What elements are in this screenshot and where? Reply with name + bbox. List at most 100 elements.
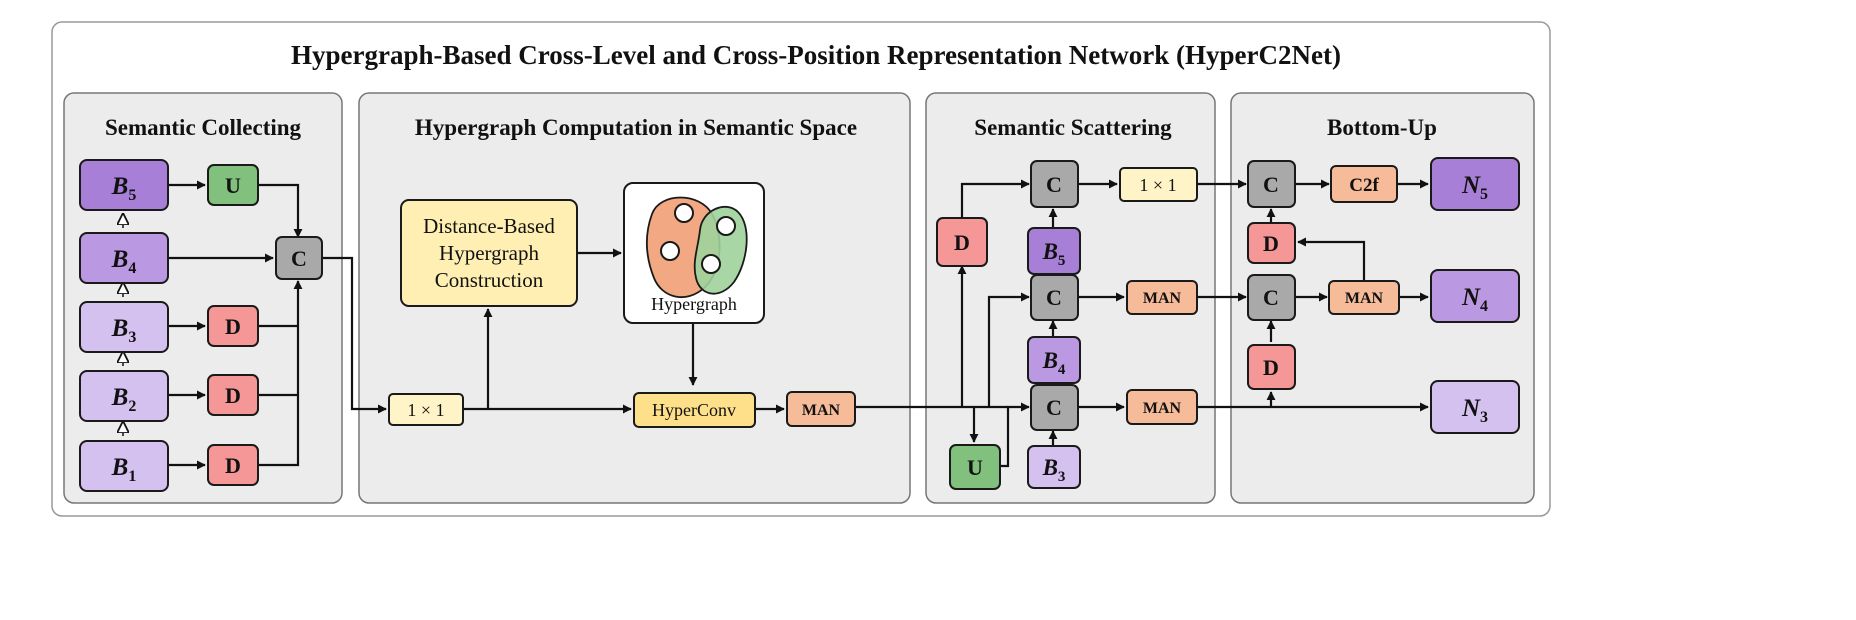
arrow-upsample-to-concat: [258, 183, 303, 238]
svg-text:C: C: [1263, 285, 1279, 310]
node-b2-letter: B: [111, 384, 129, 411]
node-b1-letter: B: [111, 454, 129, 481]
node-concat-bu-4: C: [1247, 274, 1296, 321]
arrow-downsamples-to-concat: [258, 280, 303, 467]
arrow-to-concat4: [987, 292, 1030, 407]
svg-text:MAN: MAN: [1143, 290, 1182, 307]
vertex-shape-3: [716, 216, 736, 236]
node-downsample-bu-4: D: [1247, 344, 1296, 390]
svg-text:D: D: [225, 383, 241, 408]
node-downsample-bu-5: D: [1247, 222, 1296, 264]
vertex-shape-4: [701, 254, 721, 274]
node-man-bu: MAN: [1328, 280, 1400, 315]
arrow-upsample-to-concat3: [1000, 402, 1030, 468]
svg-text:C2f: C2f: [1349, 175, 1379, 196]
svg-text:B5: B5: [1042, 239, 1066, 269]
svg-text:D: D: [225, 314, 241, 339]
svg-text:HyperConv: HyperConv: [652, 400, 736, 420]
node-b5: B5: [79, 159, 169, 211]
svg-text:MAN: MAN: [1143, 400, 1182, 417]
svg-text:Hypergraph: Hypergraph: [439, 241, 539, 265]
svg-text:B3: B3: [1042, 455, 1066, 485]
svg-text:B3: B3: [111, 315, 137, 346]
node-scatter-b4: B4: [1027, 336, 1081, 384]
connectors: [168, 179, 1429, 470]
panel-title-bottom-up: Bottom-Up: [1327, 115, 1437, 140]
svg-text:D: D: [954, 230, 970, 255]
node-hyperconv: HyperConv: [633, 392, 756, 428]
node-distance-construction: Distance-Based Hypergraph Construction: [400, 199, 578, 307]
node-man-scatter-3: MAN: [1126, 389, 1198, 425]
svg-text:B1: B1: [111, 454, 137, 485]
node-scatter-b3: B3: [1027, 445, 1081, 489]
node-concat-collect: C: [275, 236, 323, 280]
node-upsample-collect: U: [207, 164, 259, 206]
arrow-concat-to-conv1x1: [322, 256, 387, 414]
node-b1-index: 1: [128, 468, 136, 485]
node-n5: N5: [1430, 157, 1520, 211]
node-concat-scatter-5: C: [1030, 160, 1079, 208]
svg-text:B5: B5: [111, 173, 137, 204]
svg-text:C: C: [291, 246, 307, 271]
node-man-hyper: MAN: [786, 391, 856, 427]
node-concat-scatter-3: C: [1030, 384, 1079, 431]
svg-text:MAN: MAN: [802, 402, 841, 419]
svg-text:B2: B2: [111, 384, 137, 415]
node-b4: B4: [79, 232, 169, 284]
node-c2f: C2f: [1330, 165, 1398, 203]
node-b2-index: 2: [128, 398, 136, 415]
svg-text:D: D: [1263, 355, 1279, 380]
diagram-title: Hypergraph-Based Cross-Level and Cross-P…: [291, 40, 1341, 70]
svg-text:U: U: [967, 455, 983, 480]
node-downsample-b1: D: [207, 444, 259, 486]
node-conv1x1-hyper: 1 × 1: [388, 393, 464, 426]
svg-text:Construction: Construction: [435, 268, 544, 292]
svg-text:C: C: [1046, 285, 1062, 310]
node-upsample-scatter: U: [949, 444, 1001, 490]
node-hypergraph: Hypergraph: [623, 182, 765, 324]
svg-text:N4: N4: [1461, 284, 1488, 315]
svg-text:N3: N3: [1461, 395, 1488, 426]
svg-text:N5: N5: [1461, 172, 1488, 203]
svg-text:MAN: MAN: [1345, 290, 1384, 307]
node-concat-bu-5: C: [1247, 160, 1296, 208]
panel-title-semantic-scattering: Semantic Scattering: [974, 115, 1172, 140]
svg-text:U: U: [225, 173, 241, 198]
node-scatter-b5: B5: [1027, 227, 1081, 275]
node-n4: N4: [1430, 269, 1520, 323]
svg-text:1 × 1: 1 × 1: [1139, 175, 1176, 195]
svg-text:Distance-Based: Distance-Based: [423, 214, 555, 238]
node-b5-letter: B: [111, 173, 129, 200]
node-man-scatter-4: MAN: [1126, 280, 1198, 315]
arrow-bu-man-to-downsample: [1297, 237, 1366, 281]
svg-text:B4: B4: [111, 246, 137, 277]
node-conv1x1-scatter: 1 × 1: [1119, 167, 1198, 202]
node-downsample-b2: D: [207, 374, 259, 416]
node-b3-letter: B: [111, 315, 129, 342]
panel-title-hypergraph-computation: Hypergraph Computation in Semantic Space: [415, 115, 857, 140]
node-b3: B3: [79, 301, 169, 353]
nodes: B5 B4 B3 B2 B1: [79, 157, 1520, 492]
node-b3-index: 3: [128, 329, 136, 346]
vertex-shape-2: [660, 241, 680, 261]
node-downsample-scatter: D: [936, 217, 988, 267]
node-b1: B1: [79, 440, 169, 492]
node-concat-scatter-4: C: [1030, 274, 1079, 321]
node-b4-letter: B: [111, 246, 129, 273]
svg-text:1 × 1: 1 × 1: [407, 400, 444, 420]
node-b4-index: 4: [128, 260, 136, 277]
svg-text:B4: B4: [1042, 348, 1066, 378]
node-downsample-b3: D: [207, 305, 259, 347]
svg-text:D: D: [1263, 231, 1279, 256]
vertex-shape-1: [674, 203, 694, 223]
node-b2: B2: [79, 370, 169, 422]
svg-text:C: C: [1046, 172, 1062, 197]
hypergraph-label: Hypergraph: [651, 294, 737, 314]
panel-title-semantic-collecting: Semantic Collecting: [105, 115, 302, 140]
svg-text:C: C: [1046, 395, 1062, 420]
node-n3: N3: [1430, 380, 1520, 434]
svg-text:D: D: [225, 453, 241, 478]
arrow-downsample-to-concat5: [960, 179, 1030, 218]
svg-text:C: C: [1263, 172, 1279, 197]
